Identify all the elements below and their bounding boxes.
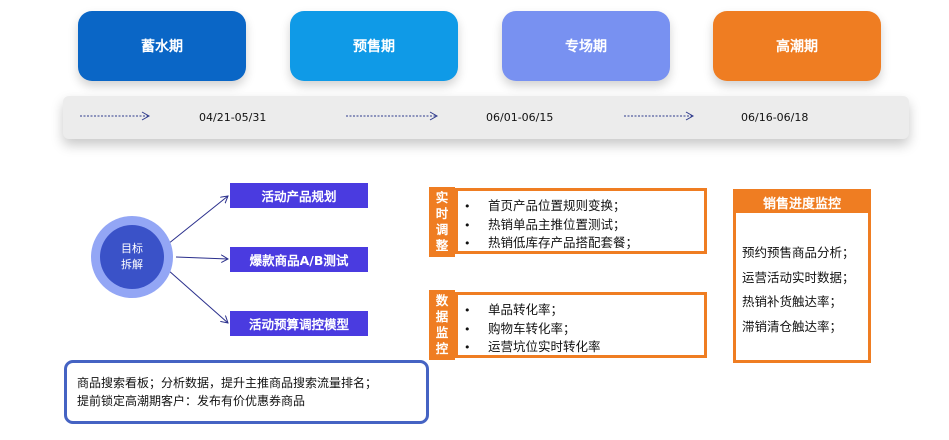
list-item: • 单品转化率； <box>464 301 704 320</box>
connector-arrow <box>167 269 228 323</box>
goal-circle-inner: 目标拆解 <box>100 225 164 289</box>
bullet: • <box>464 304 471 317</box>
tag-char: 数 <box>435 293 449 308</box>
list-item: • 购物车转化率； <box>464 320 704 339</box>
arrow-right-icon <box>80 111 151 121</box>
branch-label: 活动预算调控模型 <box>248 317 349 332</box>
phase-label: 专场期 <box>565 39 607 55</box>
tag-char: 实 <box>435 190 449 205</box>
bullet: • <box>464 200 471 213</box>
goal-label: 目标拆解 <box>121 242 143 271</box>
arrow-right-icon <box>624 111 695 121</box>
list-item-text: 热销单品主推位置测试； <box>488 216 626 232</box>
phase-label: 预售期 <box>353 39 395 55</box>
phase-card-presale: 预售期 <box>290 11 458 81</box>
list-item: • 首页产品位置规则变换； <box>464 197 704 216</box>
list-item: • 运营坑位实时转化率 <box>464 338 704 357</box>
data-monitor-box: • 单品转化率； • 购物车转化率； • 运营坑位实时转化率 <box>455 292 707 358</box>
list-item-text: 热销低库存产品搭配套餐； <box>488 235 639 250</box>
branch-budget-model: 活动预算调控模型 <box>230 311 368 336</box>
date-range-presale: 06/01-06/15 <box>486 111 554 124</box>
sales-monitor-box: 预约预售商品分析； 运营活动实时数据； 热销补货触达率； 滞销清仓触达率； <box>733 213 871 363</box>
tag-char: 整 <box>435 238 449 253</box>
phase-card-special: 专场期 <box>502 11 670 81</box>
phase-card-climax: 高潮期 <box>713 11 881 81</box>
branch-product-planning: 活动产品规划 <box>230 183 368 208</box>
connector-arrow <box>167 196 228 245</box>
list-item-text: 购物车转化率； <box>488 320 576 336</box>
list-item: • 热销单品主推位置测试； <box>464 216 704 235</box>
sales-monitor-title: 销售进度监控 <box>733 189 871 215</box>
search-note-box: 商品搜索看板；分析数据，提升主推商品搜索流量排名； 提前锁定高潮期客户：发布有价… <box>64 360 429 424</box>
date-range-climax: 06/16-06/18 <box>741 111 809 124</box>
note-line: 商品搜索看板；分析数据，提升主推商品搜索流量排名； <box>77 376 378 390</box>
list-item: 热销补货触达率； <box>742 294 843 309</box>
list-item: 滞销清仓触达率； <box>742 318 843 334</box>
tag-char: 控 <box>435 341 449 356</box>
realtime-adjust-box: • 首页产品位置规则变换； • 热销单品主推位置测试； • 热销低库存产品搭配套餐； <box>455 188 707 254</box>
realtime-adjust-tag: 实 时 调 整 <box>429 187 455 257</box>
list-item: 运营活动实时数据； <box>742 269 855 285</box>
branch-ab-test: 爆款商品A/B测试 <box>230 247 368 272</box>
note-line: 提前锁定高潮期客户：发布有价优惠券商品 <box>77 394 306 408</box>
goal-circle: 目标拆解 <box>91 216 173 298</box>
list-item-text: 首页产品位置规则变换； <box>488 198 626 213</box>
bullet: • <box>464 341 471 354</box>
list-item: 预约预售商品分析； <box>742 245 855 260</box>
phase-label: 高潮期 <box>776 39 818 55</box>
list-item-text: 运营坑位实时转化率 <box>488 339 601 354</box>
timeline-bar: 04/21-05/31 06/01-06/15 06/16-06/18 <box>63 96 909 139</box>
list-item: • 热销低库存产品搭配套餐； <box>464 234 704 253</box>
branch-label: 活动产品规划 <box>261 189 337 204</box>
tag-char: 监 <box>435 325 449 340</box>
tag-char: 调 <box>435 222 449 237</box>
branch-label: 爆款商品A/B测试 <box>249 253 349 268</box>
phase-card-reservoir: 蓄水期 <box>78 11 246 81</box>
arrow-right-icon <box>346 111 439 121</box>
bullet: • <box>464 237 471 250</box>
connector-arrow <box>175 257 228 259</box>
phase-label: 蓄水期 <box>141 39 183 55</box>
sales-monitor-title-text: 销售进度监控 <box>762 196 841 212</box>
date-range-reservoir: 04/21-05/31 <box>199 111 267 124</box>
tag-char: 时 <box>435 206 449 221</box>
list-item-text: 单品转化率； <box>488 302 564 317</box>
data-monitor-tag: 数 据 监 控 <box>429 290 455 360</box>
bullet: • <box>464 218 471 232</box>
tag-char: 据 <box>435 309 449 324</box>
bullet: • <box>464 322 471 336</box>
